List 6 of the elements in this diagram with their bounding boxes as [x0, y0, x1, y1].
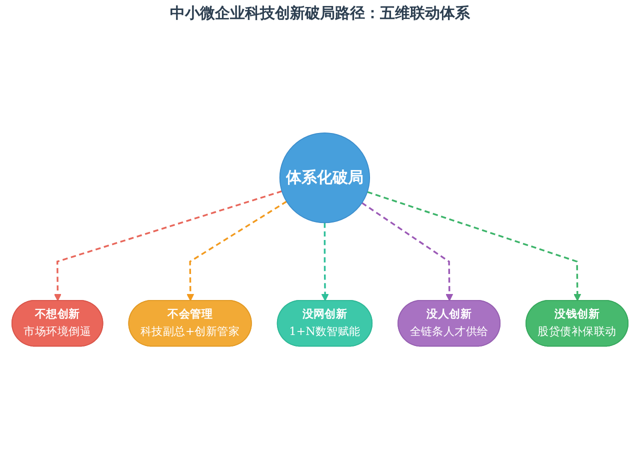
title: 中小微企业科技创新破局路径：五维联动体系: [169, 4, 471, 23]
arrow: [186, 201, 288, 302]
arrow: [54, 190, 282, 302]
arrow: [361, 202, 454, 302]
arrow: [367, 192, 582, 302]
arrow: [321, 223, 329, 302]
